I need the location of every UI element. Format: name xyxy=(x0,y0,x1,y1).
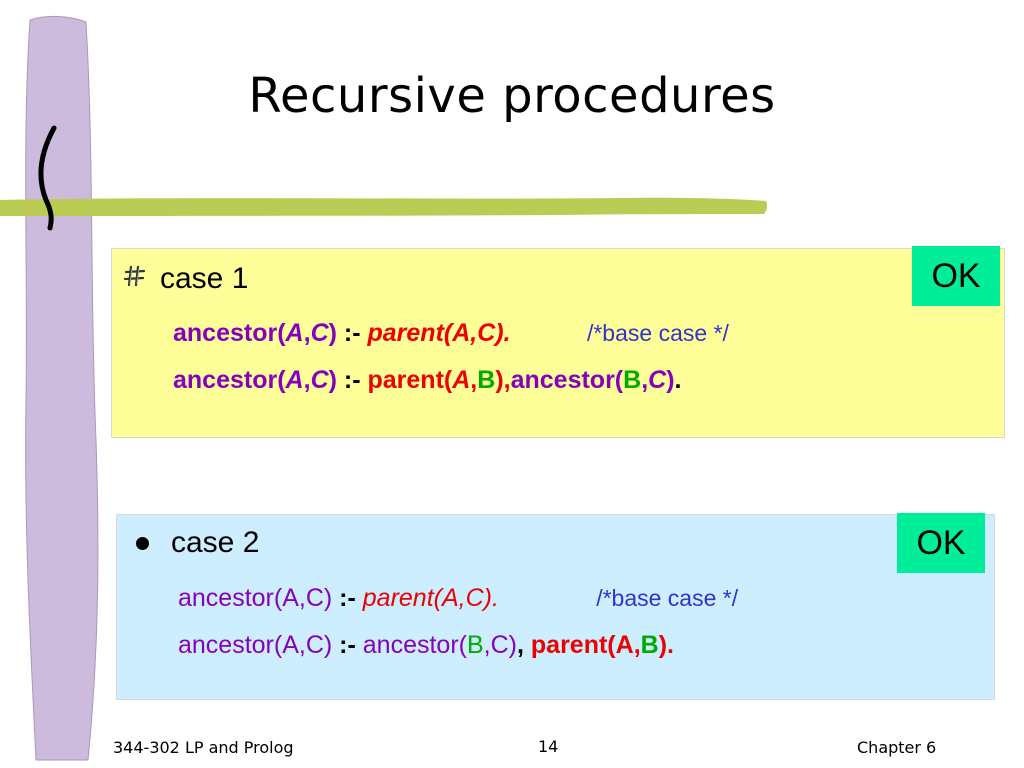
c1a-body: parent(A,C). xyxy=(367,319,511,347)
case2-heading: case 2 xyxy=(130,526,259,560)
c1b-parent-close: ), xyxy=(495,366,511,394)
case2-box xyxy=(116,514,995,700)
c2a-comment: /*base case */ xyxy=(596,585,739,611)
c1a-var-c: C xyxy=(310,319,329,347)
c1a-comma: , xyxy=(303,319,311,347)
c2b-rec-b: B xyxy=(466,631,484,659)
c2b-parent-open: parent(A, xyxy=(530,631,641,659)
footer-chapter: Chapter 6 xyxy=(857,738,937,757)
footer-course: 344-302 LP and Prolog xyxy=(113,738,294,757)
c1b-rec-close: ) xyxy=(666,366,675,394)
c1b-rec-b: B xyxy=(623,366,642,394)
case2-heading-text: case 2 xyxy=(171,526,260,559)
c1b-close: ) xyxy=(328,366,337,394)
c1a-comment: /*base case */ xyxy=(586,320,729,346)
case1-heading-text: case 1 xyxy=(160,262,249,295)
c1b-rec-head: ancestor( xyxy=(510,366,624,394)
c2b-parent-close: ). xyxy=(658,631,674,659)
c1b-end: . xyxy=(674,366,682,394)
c1b-rec-c: C xyxy=(648,366,667,394)
case2-rule-base: ancestor(A,C) :- parent(A,C). /*base cas… xyxy=(178,584,738,613)
c1a-op: :- xyxy=(336,319,368,347)
footer-page-number: 14 xyxy=(538,737,559,756)
case1-heading: case 1 xyxy=(124,262,248,296)
c1b-comma: , xyxy=(303,366,311,394)
c1b-var-a: A xyxy=(285,366,304,394)
c1b-head: ancestor( xyxy=(173,366,286,394)
c1a-head: ancestor( xyxy=(173,319,286,347)
c2b-head: ancestor(A,C) xyxy=(178,631,333,659)
case1-rule-recursive: ancestor(A,C) :- parent(A,B),ancestor(B,… xyxy=(173,366,682,395)
case2-rule-recursive: ancestor(A,C) :- ancestor(B,C), parent(A… xyxy=(178,631,674,660)
hash-bullet-icon xyxy=(124,265,146,287)
c1a-var-a: A xyxy=(285,319,304,347)
c1b-var-c: C xyxy=(310,366,329,394)
c1b-parent-b: B xyxy=(477,366,496,394)
c2a-head: ancestor(A,C) xyxy=(178,584,333,612)
c1b-rec-comma: , xyxy=(641,366,649,394)
c1a-close: ) xyxy=(328,319,337,347)
case2-ok-badge: OK xyxy=(897,513,985,573)
c1b-op: :- xyxy=(336,366,368,394)
case1-rule-base: ancestor(A,C) :- parent(A,C). /*base cas… xyxy=(173,319,729,348)
c2b-rec-rest: ,C) xyxy=(483,631,517,659)
case1-box xyxy=(111,248,1005,438)
c2a-op: :- xyxy=(332,584,363,612)
dot-bullet-icon xyxy=(136,536,149,550)
slide-title: Recursive procedures xyxy=(248,68,776,124)
c1b-parent-a: A xyxy=(452,366,471,394)
case1-ok-badge: OK xyxy=(912,246,1000,306)
c2a-body: parent(A,C). xyxy=(362,584,499,612)
c2b-op: :- xyxy=(332,631,363,659)
c1b-parent-comma: , xyxy=(470,366,478,394)
c2b-rec-head: ancestor( xyxy=(362,631,467,659)
c1b-parent-open: parent( xyxy=(367,366,453,394)
c2b-parent-b: B xyxy=(640,631,659,659)
c2b-sep: , xyxy=(517,631,531,659)
